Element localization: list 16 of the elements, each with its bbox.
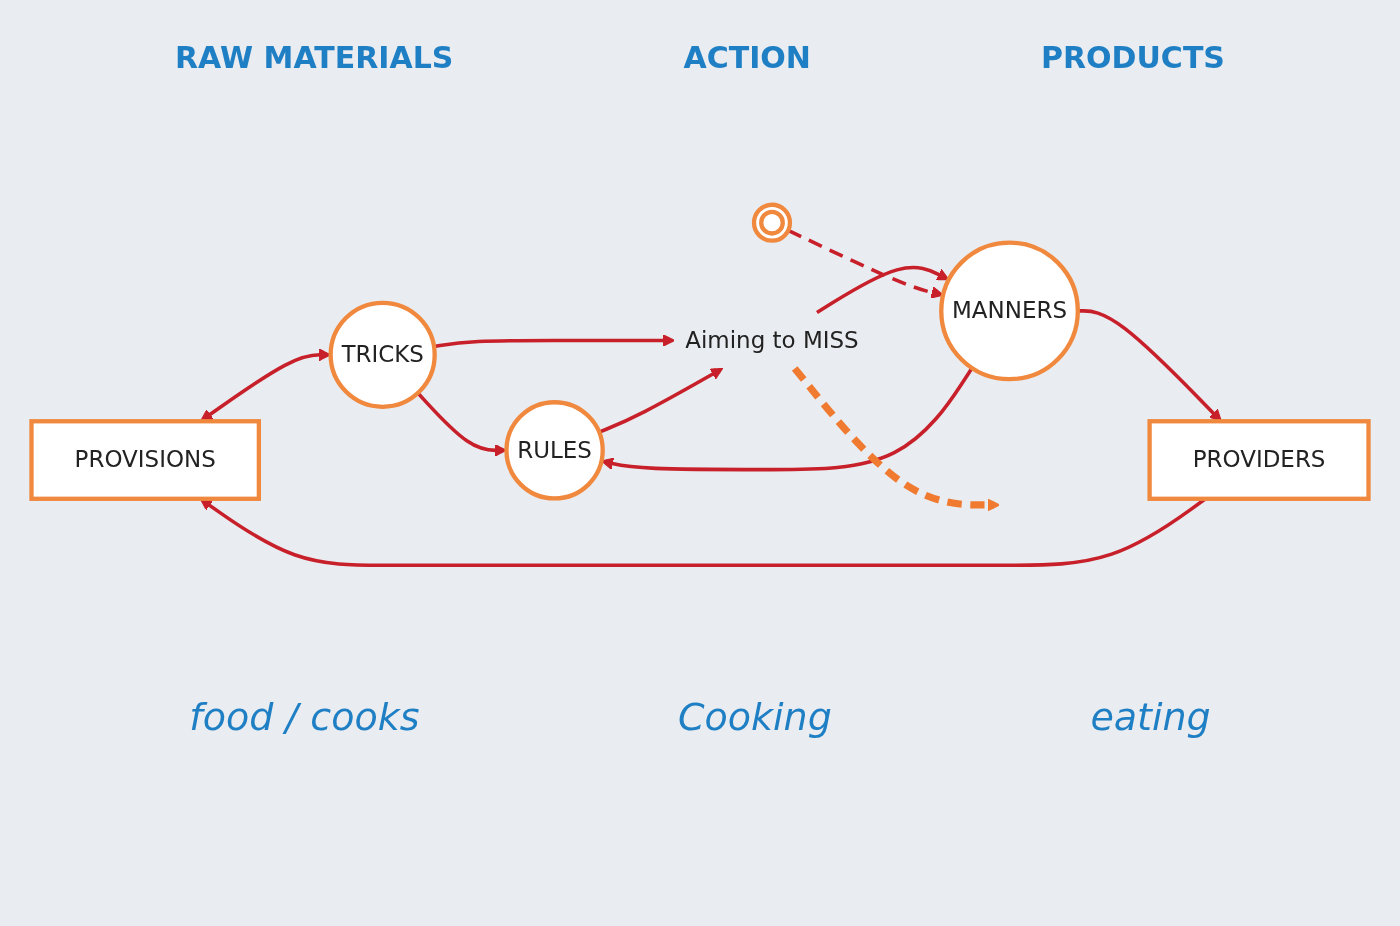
node-box: PROVIDERS [1147, 419, 1371, 501]
arrow [787, 228, 944, 299]
node-circle: TRICKS [328, 300, 437, 409]
arrow [600, 366, 974, 472]
arrow [816, 265, 950, 314]
node-text: Aiming to MISS [685, 326, 859, 354]
column-caption: eating [1090, 695, 1211, 739]
node-circle: RULES [504, 400, 605, 501]
column-caption: food / cooks [189, 695, 420, 739]
node-circle: MANNERS [939, 240, 1080, 382]
column-caption: Cooking [678, 695, 832, 739]
column-heading: PRODUCTS [1041, 40, 1225, 75]
column-heading: RAW MATERIALS [175, 40, 454, 75]
node-box: PROVISIONS [29, 419, 261, 501]
node-circle [751, 202, 793, 243]
column-heading: ACTION [683, 40, 811, 75]
